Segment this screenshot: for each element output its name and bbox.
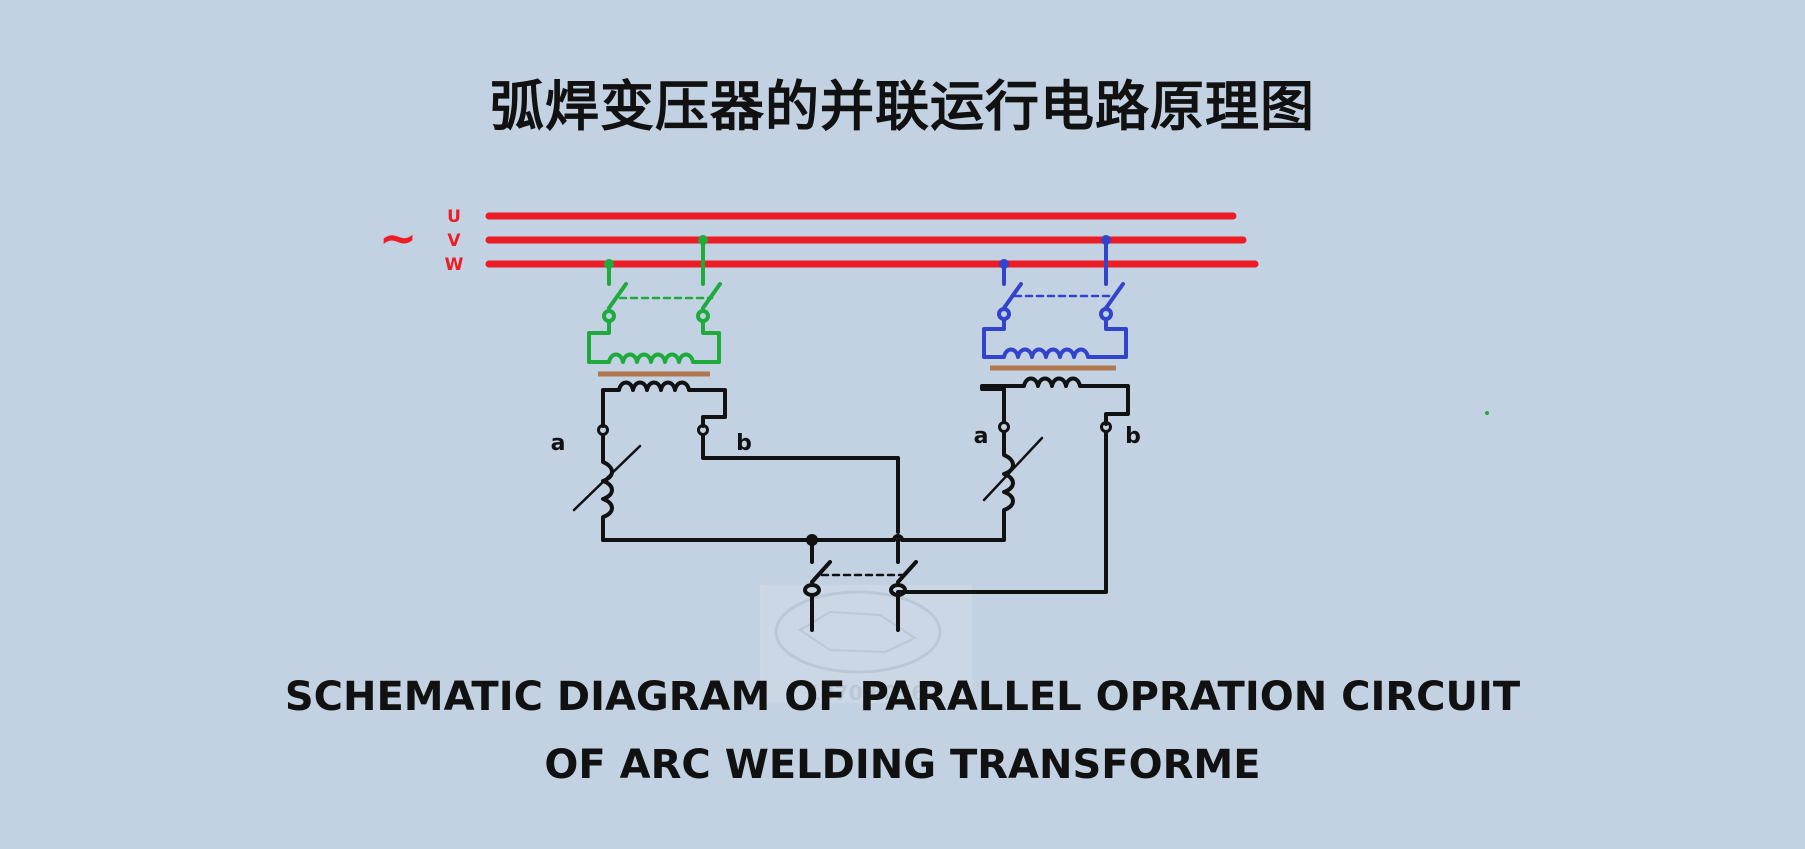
phase-label-v: V — [447, 231, 461, 251]
secondary-coil — [601, 380, 727, 428]
transformer-2-primary — [982, 235, 1128, 359]
ac-symbol: ~ — [379, 211, 418, 265]
phase-label-w: W — [445, 255, 464, 275]
switch-blade — [701, 282, 722, 310]
primary-coil — [587, 319, 721, 364]
secondary-coil — [980, 376, 1130, 426]
watermark-logo: 1370 6056 — [760, 585, 972, 705]
switch-blade — [810, 560, 832, 584]
stray-dot — [1485, 411, 1489, 415]
terminal-label-a-right: a — [974, 424, 989, 449]
reactor-adjust-arrow — [982, 436, 1044, 502]
transformer-2-secondary — [896, 376, 1130, 594]
output-switch — [601, 534, 918, 632]
reactor-coil — [905, 430, 1015, 542]
diagram-title-chinese: 弧焊变压器的并联运行电路原理图 — [490, 75, 1315, 138]
primary-coil — [982, 317, 1128, 359]
wire-crossover — [892, 534, 909, 542]
terminal-label-b-left: b — [736, 431, 752, 456]
supply-source: ~ U V W — [379, 207, 1259, 275]
watermark-number: 1370 6056 — [807, 681, 925, 705]
diagram-title-english-line2: OF ARC WELDING TRANSFORME — [544, 742, 1261, 788]
switch-blade — [896, 560, 918, 584]
reactor-adjust-arrow — [572, 444, 642, 512]
diagram-title-english-line1: SCHEMATIC DIAGRAM OF PARALLEL OPRATION C… — [284, 674, 1521, 720]
switch-blade — [1002, 282, 1023, 310]
switch-blade — [607, 282, 628, 310]
reactor-coil — [601, 433, 614, 542]
transformer-1-primary — [587, 235, 722, 364]
transformer-1-secondary — [572, 380, 900, 542]
terminal-label-b-right: b — [1125, 424, 1141, 449]
phase-label-u: U — [447, 207, 461, 227]
terminal-label-a-left: a — [551, 431, 566, 456]
